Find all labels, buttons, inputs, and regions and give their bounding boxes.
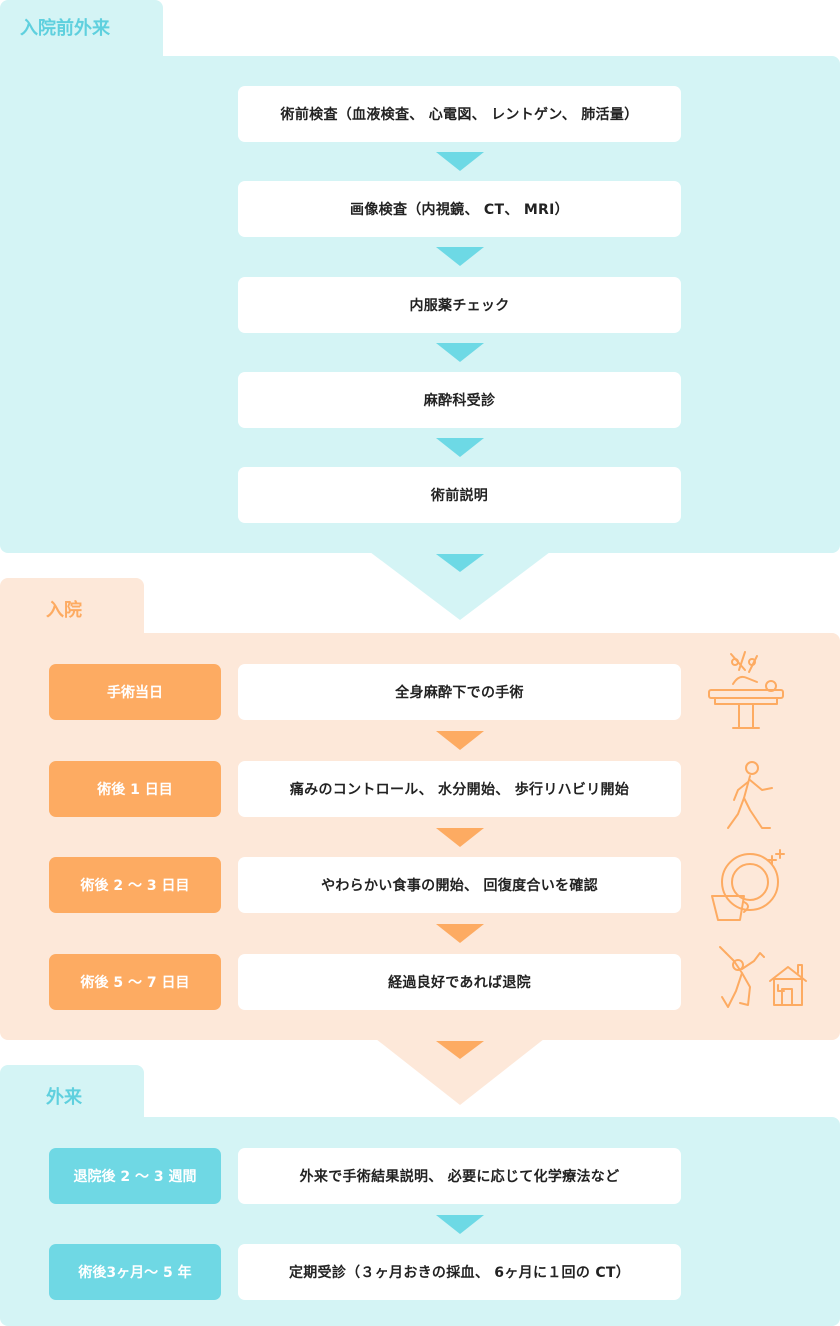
section-title-outpatient: 外来	[46, 1087, 82, 1108]
flow-arrow	[436, 731, 484, 750]
step-text: 麻酔科受診	[423, 393, 496, 409]
step-anesthesia-visit: 麻酔科受診	[238, 372, 681, 428]
flow-arrow	[436, 152, 484, 171]
label-text: 手術当日	[107, 685, 163, 701]
step-text: 内服薬チェック	[409, 298, 510, 314]
timeline-label-day5-7: 術後 5 ～ 7 日目	[49, 954, 221, 1010]
timeline-label-day1: 術後 1 日目	[49, 761, 221, 817]
section-title-admission: 入院	[46, 600, 82, 621]
label-text: 術後 2 ～ 3 日目	[80, 878, 190, 894]
flow-arrow	[436, 343, 484, 362]
event-day5-7: 経過良好であれば退院	[238, 954, 681, 1010]
step-text: 画像検査（内視鏡、 CT、 MRI）	[350, 202, 569, 218]
step-imaging: 画像検査（内視鏡、 CT、 MRI）	[238, 181, 681, 237]
label-text: 術後 1 日目	[97, 782, 173, 798]
step-preop-exam: 術前検査（血液検査、 心電図、 レントゲン、 肺活量）	[238, 86, 681, 142]
event-regular-visits: 定期受診（３ヶ月おきの採血、 6ヶ月に１回の CT）	[238, 1244, 681, 1300]
event-text: 痛みのコントロール、 水分開始、 歩行リハビリ開始	[289, 782, 630, 798]
label-text: 退院後 2 ～ 3 週間	[73, 1169, 197, 1185]
event-text: 外来で手術結果説明、 必要に応じて化学療法など	[299, 1169, 620, 1185]
event-surgery: 全身麻酔下での手術	[238, 664, 681, 720]
step-text: 術前検査（血液検査、 心電図、 レントゲン、 肺活量）	[280, 107, 639, 123]
event-text: 全身麻酔下での手術	[395, 685, 524, 701]
section-title-preop: 入院前外来	[20, 18, 110, 39]
timeline-label-day2-3: 術後 2 ～ 3 日目	[49, 857, 221, 913]
flow-arrow	[436, 828, 484, 847]
timeline-label-2-3-weeks: 退院後 2 ～ 3 週間	[49, 1148, 221, 1204]
section-transition-arrow	[376, 1039, 544, 1105]
flow-arrow	[436, 924, 484, 943]
flow-arrow	[436, 438, 484, 457]
timeline-label-surgery-day: 手術当日	[49, 664, 221, 720]
step-preop-explanation: 術前説明	[238, 467, 681, 523]
label-text: 術後3ヶ月～ 5 年	[78, 1265, 192, 1281]
section-tab-outpatient: 外来	[0, 1065, 144, 1125]
discharge-home-icon	[719, 946, 807, 1008]
step-medication-check: 内服薬チェック	[238, 277, 681, 333]
event-results-explanation: 外来で手術結果説明、 必要に応じて化学療法など	[238, 1148, 681, 1204]
flow-arrow	[436, 247, 484, 266]
walking-icon	[727, 761, 773, 829]
meal-icon	[711, 849, 785, 921]
event-text: 定期受診（３ヶ月おきの採血、 6ヶ月に１回の CT）	[288, 1265, 631, 1281]
step-text: 術前説明	[430, 488, 489, 504]
section-tab-preop: 入院前外来	[0, 0, 163, 60]
event-text: 経過良好であれば退院	[388, 975, 531, 991]
section-transition-arrow	[370, 552, 550, 620]
event-day2-3: やわらかい食事の開始、 回復度合いを確認	[238, 857, 681, 913]
event-day1: 痛みのコントロール、 水分開始、 歩行リハビリ開始	[238, 761, 681, 817]
section-tab-admission: 入院	[0, 578, 144, 638]
flow-arrow	[436, 1215, 484, 1234]
label-text: 術後 5 ～ 7 日目	[80, 975, 190, 991]
timeline-label-3m-5y: 術後3ヶ月～ 5 年	[49, 1244, 221, 1300]
surgery-icon	[708, 651, 784, 729]
event-text: やわらかい食事の開始、 回復度合いを確認	[321, 878, 598, 894]
